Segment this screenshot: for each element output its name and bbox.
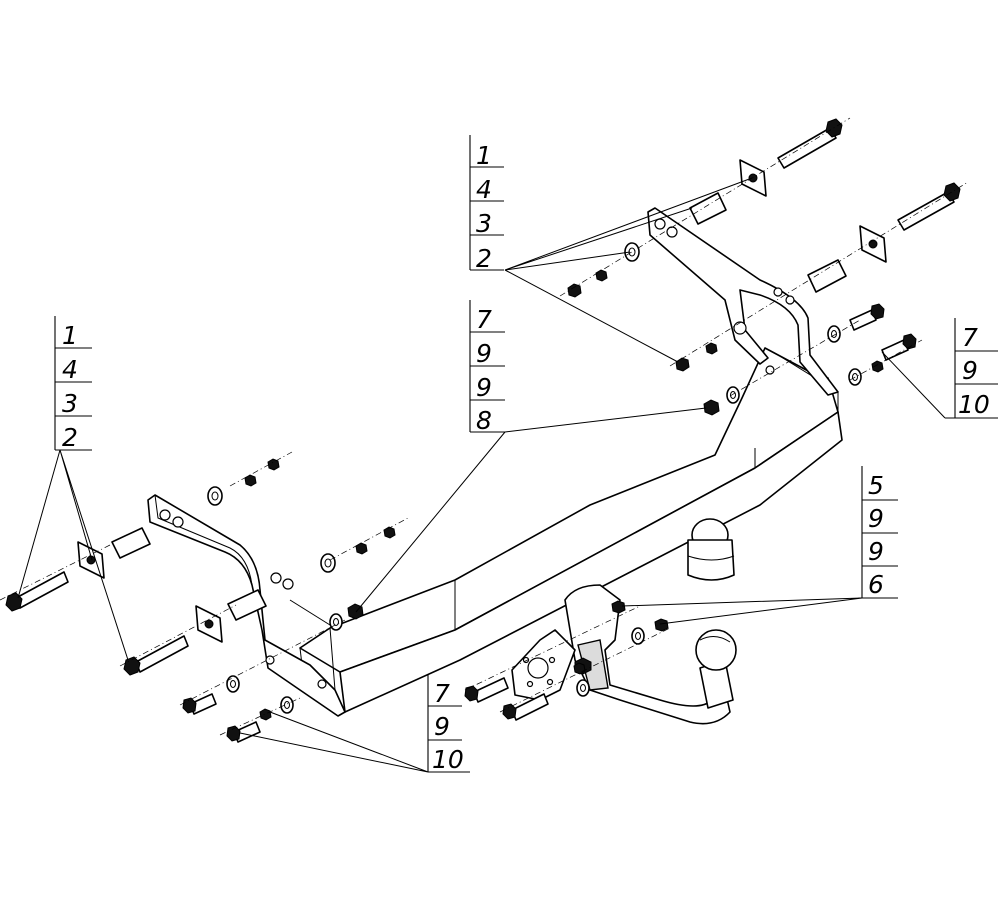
- ball-cap: [687, 518, 735, 581]
- sleeves: [111, 192, 847, 621]
- callout-label: 9: [476, 339, 492, 368]
- square-plates: [77, 159, 887, 643]
- callout-label: 7: [962, 323, 978, 352]
- callout-label: 9: [868, 537, 884, 566]
- callout-label: 9: [476, 373, 492, 402]
- callout-label: 10: [432, 745, 464, 774]
- callout-label: 7: [476, 305, 492, 334]
- callout-label: 4: [62, 355, 78, 384]
- callout-label: 2: [476, 244, 492, 273]
- callout-label: 1: [476, 141, 492, 170]
- callout-label: 7: [434, 679, 450, 708]
- callout-label: 9: [868, 504, 884, 533]
- callout-label: 9: [434, 712, 450, 741]
- callout-label: 4: [476, 175, 492, 204]
- callout-right: 7 9 10: [945, 318, 998, 419]
- bolt-upper-right-1: [777, 118, 843, 169]
- callout-label: 1: [62, 321, 78, 350]
- callout-label: 6: [868, 570, 884, 599]
- bolt-left-2: [123, 635, 189, 676]
- bolt-left-1: [5, 571, 69, 612]
- callout-upper-right: 1 4 3 2: [469, 135, 504, 273]
- right-bracket: [647, 207, 839, 396]
- callout-ball: 5 9 9 6: [861, 466, 898, 599]
- bolt-upper-right-2: [897, 182, 961, 231]
- callout-label: 5: [868, 471, 884, 500]
- callout-left: 1 4 3 2: [54, 316, 92, 452]
- callout-label: 8: [476, 406, 492, 435]
- tow-ball: [695, 629, 737, 709]
- assembly-axes: [0, 117, 969, 736]
- callout-center: 7 9 9 8: [469, 300, 505, 435]
- callout-label: 3: [62, 389, 78, 418]
- callout-label: 9: [962, 356, 978, 385]
- left-bracket: [147, 494, 346, 717]
- callout-label: 2: [62, 423, 78, 452]
- callout-lower: 7 9 10: [427, 674, 470, 774]
- callout-label: 10: [958, 390, 990, 419]
- callout-label: 3: [476, 209, 492, 238]
- nuts: [244, 269, 884, 721]
- small-bolts: [182, 303, 917, 743]
- leader-lines: [17, 177, 946, 773]
- washers: [207, 242, 862, 714]
